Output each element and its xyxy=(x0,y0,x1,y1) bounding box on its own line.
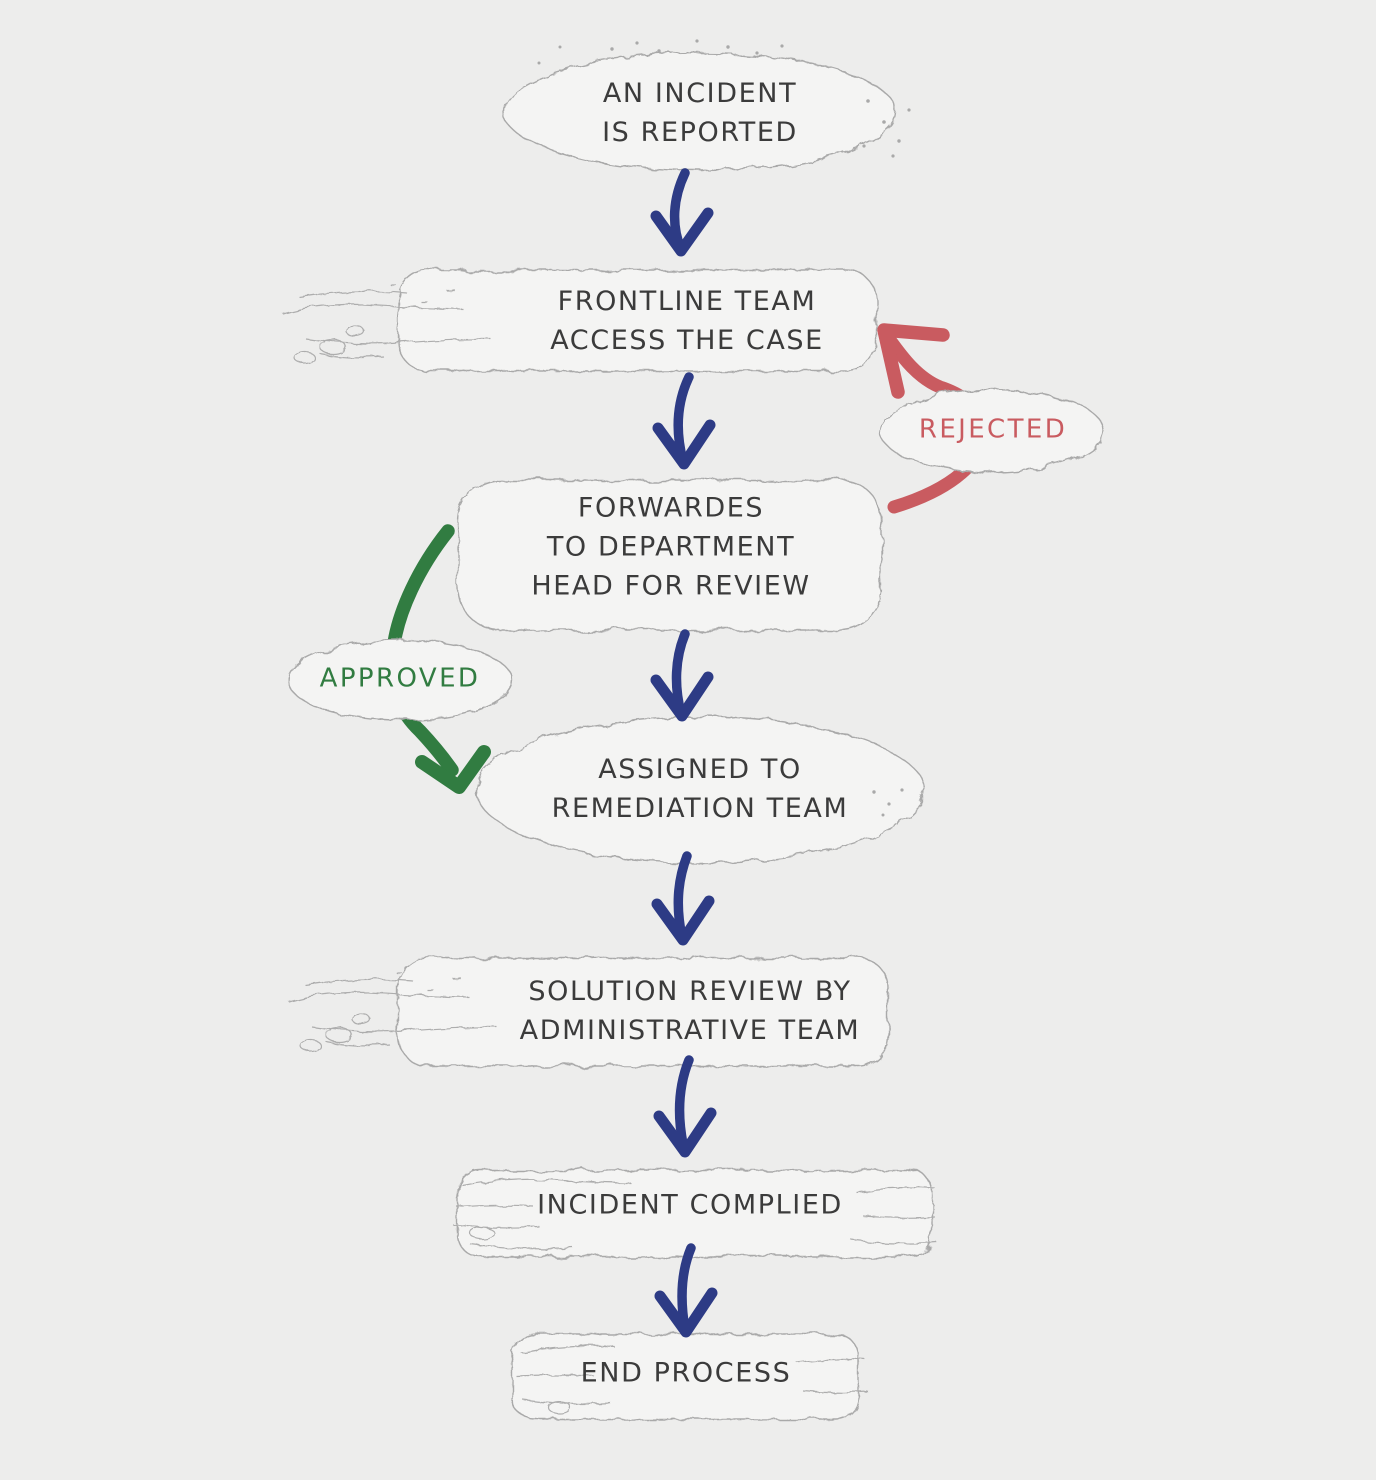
node-shape-assigned-remediation xyxy=(475,716,925,864)
node-solution-review-label: SOLUTION REVIEW BY ADMINISTRATIVE TEAM xyxy=(520,972,861,1050)
arrow-frontline-to-forwardes xyxy=(652,372,716,470)
label-line: FRONTLINE TEAM xyxy=(557,286,817,317)
arrow-incident-to-frontline xyxy=(650,168,714,257)
sketch-scribbles xyxy=(282,284,938,1415)
decision-bubbles xyxy=(287,389,1105,721)
node-shape-forward-department-head xyxy=(457,479,883,631)
node-shape-frontline-access xyxy=(397,269,877,372)
label-line: APPROVED xyxy=(319,663,481,694)
node-assigned-remediation-label: ASSIGNED TO REMEDIATION TEAM xyxy=(552,750,849,828)
label-line: ADMINISTRATIVE TEAM xyxy=(519,1015,861,1046)
label-line: ACCESS THE CASE xyxy=(550,325,824,356)
flow-arrows xyxy=(650,168,718,1338)
label-line: SOLUTION REVIEW BY xyxy=(528,976,852,1007)
node-forward-department-head-label: FORWARDES TO DEPARTMENT HEAD FOR REVIEW xyxy=(531,489,810,606)
arrow-forwardes-to-assigned xyxy=(650,629,714,722)
node-shape-incident-reported xyxy=(503,52,897,172)
node-shape-incident-complied xyxy=(457,1169,933,1258)
node-end-process-label: END PROCESS xyxy=(581,1354,792,1393)
node-incident-complied-label: INCIDENT COMPLIED xyxy=(537,1186,843,1225)
node-shapes xyxy=(397,52,933,1420)
dot-speckles xyxy=(537,39,911,817)
label-line: END PROCESS xyxy=(580,1357,792,1389)
bubble-rejected xyxy=(879,389,1105,473)
label-line: FORWARDES xyxy=(577,492,765,524)
label-line: AN INCIDENT xyxy=(602,78,798,109)
label-line: INCIDENT COMPLIED xyxy=(537,1189,843,1221)
label-line: TO DEPARTMENT xyxy=(546,531,796,563)
arrow-assigned-to-solution xyxy=(651,851,715,946)
label-line: HEAD FOR REVIEW xyxy=(531,570,811,602)
label-line: REJECTED xyxy=(918,414,1068,445)
bubble-approved xyxy=(287,639,513,721)
arrow-complied-to-end xyxy=(654,1243,718,1338)
approved-label: APPROVED xyxy=(320,660,481,699)
node-incident-reported-label: AN INCIDENT IS REPORTED xyxy=(602,74,798,152)
label-line: ASSIGNED TO xyxy=(598,754,802,785)
arrow-solution-to-complied xyxy=(653,1055,717,1158)
node-shape-solution-review xyxy=(397,957,889,1067)
label-line: IS REPORTED xyxy=(602,117,798,148)
rejected-label: REJECTED xyxy=(919,411,1067,450)
label-line: REMEDIATION TEAM xyxy=(551,793,849,824)
node-frontline-access-label: FRONTLINE TEAM ACCESS THE CASE xyxy=(550,282,824,360)
